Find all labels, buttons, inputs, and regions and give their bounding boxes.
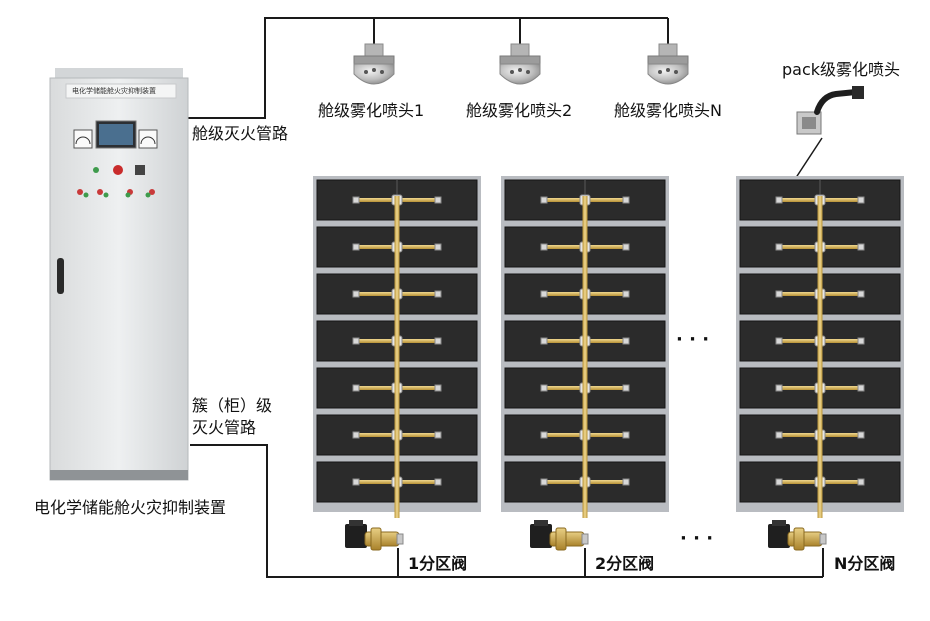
compartment-nozzle-2 [499, 43, 541, 85]
cluster-pipe [190, 444, 824, 578]
pack-nozzle-tip-icon [352, 337, 360, 345]
selector-switch[interactable] [135, 165, 145, 175]
pack-nozzle-tip-icon [775, 290, 783, 298]
pack-nozzle-tip-icon [857, 243, 865, 251]
pack-nozzle-tip-icon [352, 243, 360, 251]
zone-valve-3-icon [768, 520, 827, 551]
battery-rack-2 [501, 176, 669, 518]
emergency-stop-button[interactable] [113, 165, 123, 175]
door-handle[interactable] [57, 258, 64, 294]
pack-nozzle-tip-icon [540, 431, 548, 439]
indicator-green-icon [93, 167, 99, 173]
pack-nozzle-tip-icon [775, 431, 783, 439]
valve-label-n: N分区阀 [834, 554, 896, 573]
pack-nozzle-tip-icon [622, 478, 630, 486]
compartment-pipe [183, 17, 669, 119]
pack-nozzle-tip-icon [540, 478, 548, 486]
pack-nozzle-tip-icon [775, 337, 783, 345]
ellipsis-valves: · · · [680, 528, 714, 549]
pack-nozzle-tip-icon [622, 243, 630, 251]
compartment-nozzle-n [647, 43, 689, 85]
voltmeter-icon [73, 129, 93, 149]
pack-nozzle-tip-icon [352, 478, 360, 486]
rack-riser-pipe [582, 196, 588, 518]
indicator-red-icon [77, 189, 83, 195]
battery-rack-1 [313, 176, 481, 518]
pack-nozzle-tip-icon [540, 243, 548, 251]
cluster-pipe-label-line2: 灭火管路 [192, 418, 257, 437]
valve-label-2: 2分区阀 [595, 554, 655, 573]
compartment-pipe-label: 舱级灭火管路 [192, 124, 289, 143]
cluster-pipe-label-line1: 簇（柜）级 [192, 396, 273, 415]
pack-nozzle-tip-icon [540, 290, 548, 298]
pack-nozzle-tip-icon [857, 431, 865, 439]
pack-nozzle-tip-icon [622, 431, 630, 439]
ellipsis-racks: · · · [676, 329, 710, 350]
pack-nozzle-tip-icon [857, 290, 865, 298]
pack-nozzle-tip-icon [352, 384, 360, 392]
pack-nozzle-tip-icon [857, 196, 865, 204]
pack-nozzle-tip-icon [857, 478, 865, 486]
pack-nozzle-tip-icon [434, 384, 442, 392]
cabinet-title-plate [65, 83, 177, 99]
zone-valve-2-icon [530, 520, 589, 551]
pack-nozzle-tip-icon [775, 243, 783, 251]
pack-nozzle-tip-icon [775, 478, 783, 486]
pack-nozzle-tip-icon [622, 290, 630, 298]
zone-valves [345, 520, 827, 551]
ammeter-icon [138, 129, 158, 149]
pack-nozzle-tip-icon [622, 196, 630, 204]
nozzle-label-n: 舱级雾化喷头N [614, 101, 722, 120]
pack-nozzle-tip-icon [352, 196, 360, 204]
pack-nozzle-tip-icon [775, 384, 783, 392]
pack-nozzle-tip-icon [434, 337, 442, 345]
pack-nozzle-tip-icon [540, 196, 548, 204]
pack-nozzle-tip-icon [775, 196, 783, 204]
pack-nozzle-tip-icon [540, 384, 548, 392]
control-cabinet [49, 68, 189, 481]
pack-nozzle-tip-icon [352, 431, 360, 439]
pack-nozzle [796, 86, 864, 135]
pack-nozzle-tip-icon [434, 478, 442, 486]
zone-valve-1-icon [345, 520, 404, 551]
pack-nozzle-tip-icon [434, 431, 442, 439]
nozzle-label-2: 舱级雾化喷头2 [466, 101, 573, 120]
pack-nozzle-tip-icon [434, 243, 442, 251]
compartment-nozzle-1 [353, 43, 395, 85]
valve-label-1: 1分区阀 [408, 554, 468, 573]
pack-nozzle-tip-icon [352, 290, 360, 298]
indicator-red-icon [149, 189, 155, 195]
cabinet-title-plate-text: 电化学储能舱火灾抑制装置 [72, 87, 156, 95]
rack-riser-pipe [394, 196, 400, 518]
battery-racks [313, 176, 904, 518]
pack-nozzle-tip-icon [857, 384, 865, 392]
pack-nozzle-tip-icon [622, 337, 630, 345]
nozzle-label-1: 舱级雾化喷头1 [318, 101, 425, 120]
indicator-red-icon [97, 189, 103, 195]
pack-nozzle-tip-icon [622, 384, 630, 392]
pack-nozzle-tip-icon [540, 337, 548, 345]
rack-riser-pipe [817, 196, 823, 518]
cabinet-caption: 电化学储能舱火灾抑制装置 [34, 498, 227, 517]
pack-nozzle-label: pack级雾化喷头 [782, 60, 901, 79]
pack-nozzle-tip-icon [857, 337, 865, 345]
pack-nozzle-tip-icon [434, 290, 442, 298]
pack-nozzle-tip-icon [434, 196, 442, 204]
battery-rack-3 [736, 176, 904, 518]
